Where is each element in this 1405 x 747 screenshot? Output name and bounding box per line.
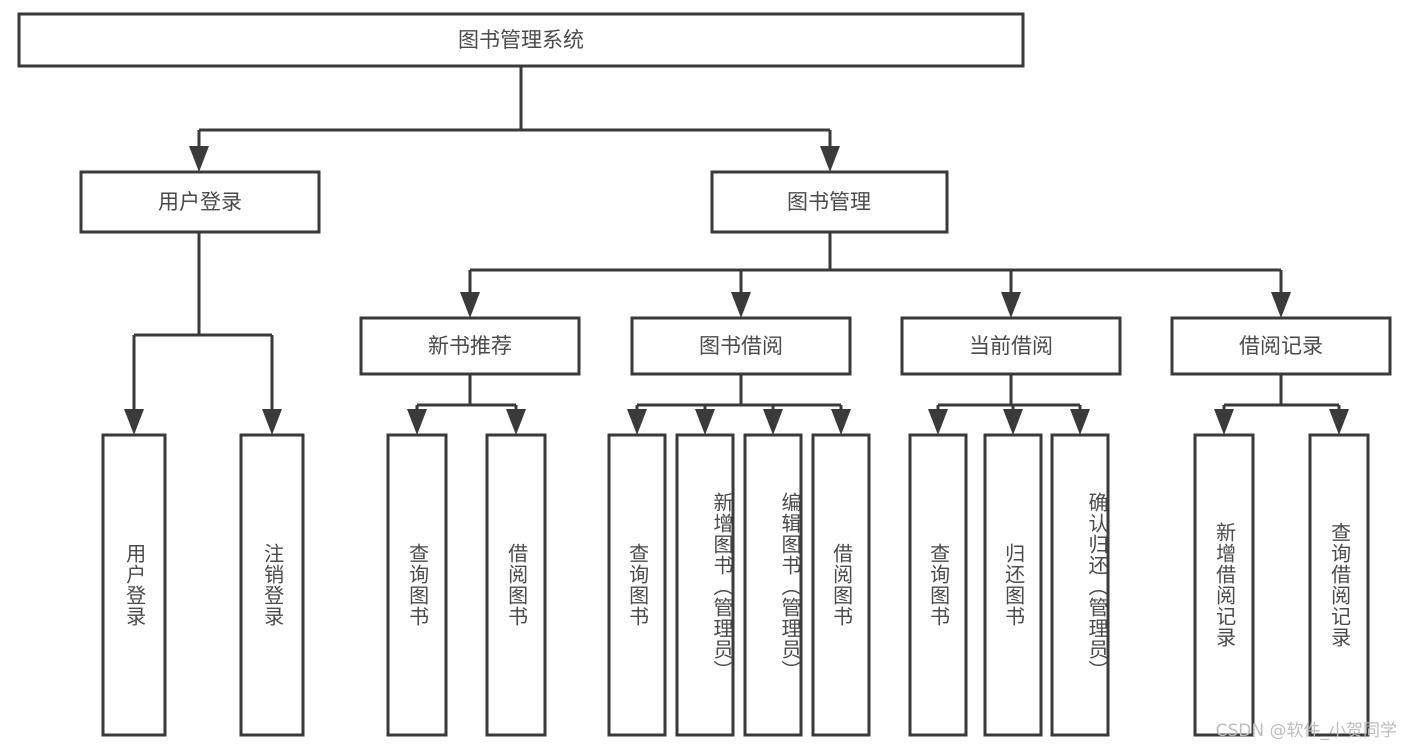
- leaf-query-record-box[interactable]: [1308, 433, 1370, 737]
- leaf-borrow-book-1-textwrap: 借阅图书: [504, 543, 529, 627]
- current-borrow-label: 当前借阅: [969, 334, 1053, 358]
- leaf-query-book-3-textwrap: 查询图书: [926, 543, 951, 627]
- node-borrow-record[interactable]: 借阅记录: [1170, 316, 1392, 376]
- node-leaf-query-book-2[interactable]: 查询图书: [607, 433, 667, 737]
- borrow-record-label: 借阅记录: [1239, 334, 1323, 358]
- leaf-confirm-return-label: 确认归还（管理员）: [1085, 491, 1107, 681]
- connector-layer: [124, 66, 1349, 435]
- leaf-query-record-textwrap: 查询借阅记录: [1327, 522, 1352, 648]
- node-user-login[interactable]: 用户登录: [79, 170, 321, 234]
- node-leaf-user-login[interactable]: 用户登录: [101, 433, 167, 737]
- leaf-query-book-1-box[interactable]: [386, 433, 448, 737]
- new-book-rec-label: 新书推荐: [428, 334, 512, 358]
- leaf-query-book-2-label: 查询图书: [625, 543, 650, 627]
- node-new-book-rec[interactable]: 新书推荐: [359, 316, 581, 376]
- node-leaf-query-book-1[interactable]: 查询图书: [386, 433, 448, 737]
- node-book-borrow[interactable]: 图书借阅: [630, 316, 852, 376]
- arrowhead-borrow-record: [1271, 292, 1291, 318]
- leaf-query-record-label: 查询借阅记录: [1327, 522, 1352, 648]
- arrowhead-book-borrow: [731, 292, 751, 318]
- leaf-user-login-label: 用户登录: [122, 543, 147, 627]
- book-manage-label: 图书管理: [787, 190, 871, 214]
- borrow-record-box[interactable]: [1170, 316, 1392, 376]
- root-label: 图书管理系统: [458, 28, 584, 52]
- leaf-query-book-1-textwrap: 查询图书: [405, 543, 430, 627]
- leaf-confirm-return-box[interactable]: [1050, 433, 1110, 737]
- arrowhead-leaf-add-book: [695, 409, 715, 435]
- leaf-return-book-textwrap: 归还图书: [1001, 543, 1026, 627]
- leaf-logout-label: 注销登录: [260, 543, 285, 627]
- leaf-edit-book-box[interactable]: [743, 433, 803, 737]
- node-leaf-logout[interactable]: 注销登录: [239, 433, 305, 737]
- leaf-add-book-textwrap: 新增图书（管理员）: [710, 491, 732, 681]
- node-current-borrow[interactable]: 当前借阅: [900, 316, 1122, 376]
- leaf-query-book-2-box[interactable]: [607, 433, 667, 737]
- node-leaf-confirm-return[interactable]: 确认归还（管理员）: [1050, 433, 1110, 737]
- arrowhead-leaf-query-book-1: [407, 409, 427, 435]
- node-leaf-add-book[interactable]: 新增图书（管理员）: [675, 433, 735, 737]
- arrowhead-leaf-return-book: [1003, 409, 1023, 435]
- leaf-edit-book-label: 编辑图书（管理员）: [778, 491, 800, 681]
- book-borrow-box[interactable]: [630, 316, 852, 376]
- leaf-logout-box[interactable]: [239, 433, 305, 737]
- node-book-manage[interactable]: 图书管理: [710, 170, 949, 234]
- leaf-query-book-3-box[interactable]: [908, 433, 968, 737]
- arrowhead-current-borrow: [1001, 292, 1021, 318]
- leaf-add-record-textwrap: 新增借阅记录: [1212, 522, 1237, 648]
- arrowhead-leaf-user-login: [124, 409, 144, 435]
- user-login-box[interactable]: [79, 170, 321, 234]
- leaf-return-book-box[interactable]: [983, 433, 1043, 737]
- arrowhead-leaf-borrow-book-1: [506, 409, 526, 435]
- arrowhead-book-manage: [820, 146, 840, 172]
- arrowhead-new-book-rec: [460, 292, 480, 318]
- leaf-query-book-2-textwrap: 查询图书: [625, 543, 650, 627]
- current-borrow-box[interactable]: [900, 316, 1122, 376]
- node-leaf-borrow-book-1[interactable]: 借阅图书: [485, 433, 547, 737]
- arrowhead-leaf-query-book-2: [627, 409, 647, 435]
- leaf-add-book-box[interactable]: [675, 433, 735, 737]
- node-leaf-add-record[interactable]: 新增借阅记录: [1193, 433, 1255, 737]
- node-leaf-borrow-book-2[interactable]: 借阅图书: [811, 433, 871, 737]
- leaf-user-login-textwrap: 用户登录: [122, 543, 147, 627]
- leaf-edit-book-textwrap: 编辑图书（管理员）: [778, 491, 800, 681]
- leaf-borrow-book-2-box[interactable]: [811, 433, 871, 737]
- leaf-logout-textwrap: 注销登录: [260, 543, 285, 627]
- arrowhead-leaf-add-record: [1214, 409, 1234, 435]
- leaf-borrow-book-1-box[interactable]: [485, 433, 547, 737]
- node-root[interactable]: 图书管理系统: [17, 12, 1025, 68]
- arrowhead-leaf-borrow-book-2: [831, 409, 851, 435]
- leaf-add-book-label: 新增图书（管理员）: [710, 491, 732, 681]
- new-book-rec-box[interactable]: [359, 316, 581, 376]
- node-leaf-edit-book[interactable]: 编辑图书（管理员）: [743, 433, 803, 737]
- root-box[interactable]: [17, 12, 1025, 68]
- leaf-query-book-3-label: 查询图书: [926, 543, 951, 627]
- arrowhead-leaf-edit-book: [763, 409, 783, 435]
- arrowhead-user-login: [189, 146, 209, 172]
- book-borrow-label: 图书借阅: [699, 334, 783, 358]
- leaf-confirm-return-textwrap: 确认归还（管理员）: [1085, 491, 1107, 681]
- leaf-add-record-label: 新增借阅记录: [1212, 522, 1237, 648]
- leaf-query-book-1-label: 查询图书: [405, 543, 430, 627]
- arrowhead-leaf-query-record: [1329, 409, 1349, 435]
- user-login-label: 用户登录: [158, 190, 242, 214]
- leaf-user-login-box[interactable]: [101, 433, 167, 737]
- arrowhead-leaf-confirm-return: [1070, 409, 1090, 435]
- arrowhead-leaf-logout: [262, 409, 282, 435]
- node-leaf-query-book-3[interactable]: 查询图书: [908, 433, 968, 737]
- node-leaf-return-book[interactable]: 归还图书: [983, 433, 1043, 737]
- leaf-return-book-label: 归还图书: [1001, 543, 1026, 627]
- node-leaf-query-record[interactable]: 查询借阅记录: [1308, 433, 1370, 737]
- leaf-borrow-book-1-label: 借阅图书: [504, 543, 529, 627]
- book-manage-box[interactable]: [710, 170, 949, 234]
- leaf-add-record-box[interactable]: [1193, 433, 1255, 737]
- leaf-borrow-book-2-textwrap: 借阅图书: [829, 543, 854, 627]
- leaf-borrow-book-2-label: 借阅图书: [829, 543, 854, 627]
- arrowhead-leaf-query-book-3: [928, 409, 948, 435]
